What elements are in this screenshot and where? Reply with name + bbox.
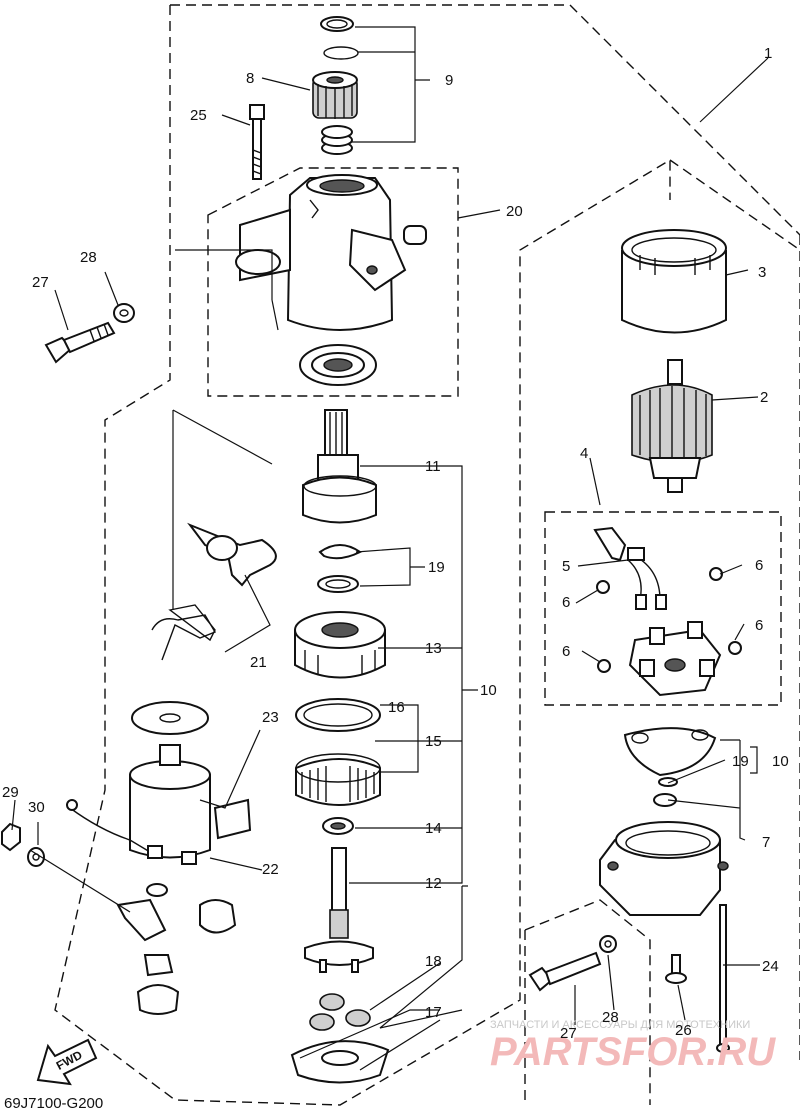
callout-5: 5 [562, 558, 570, 575]
watermark-line2: PARTSFOR.RU [490, 1030, 776, 1074]
callout-28a: 28 [80, 249, 97, 266]
callout-10a: 10 [480, 682, 497, 699]
internal-gear-ring [295, 698, 381, 806]
front-housing [235, 174, 427, 331]
callout-9: 9 [445, 72, 453, 89]
callout-17: 17 [425, 1004, 442, 1021]
callout-10b: 10 [772, 753, 789, 770]
circlips-19 [317, 544, 362, 593]
callout-23: 23 [262, 709, 279, 726]
callout-8: 8 [246, 70, 254, 87]
assembly-boundary-right [669, 159, 800, 1060]
front-housing-box [207, 167, 459, 397]
callout-20: 20 [506, 203, 523, 220]
armature [631, 359, 713, 493]
through-bolt-25 [249, 104, 265, 180]
callout-1: 1 [764, 45, 772, 62]
callout-29: 29 [2, 784, 19, 801]
leader-lines [11, 26, 769, 1071]
callout-24: 24 [762, 958, 779, 975]
callout-28b: 28 [602, 1009, 619, 1026]
solenoid-plate [131, 701, 252, 840]
callout-12: 12 [425, 875, 442, 892]
callout-4: 4 [580, 445, 588, 462]
callout-19a: 19 [428, 559, 445, 576]
yoke [621, 229, 727, 334]
callout-15: 15 [425, 733, 442, 750]
callout-22: 22 [262, 861, 279, 878]
shift-lever [151, 522, 277, 661]
callout-labels: 1 2 3 4 5 6 6 6 6 7 8 9 10 10 11 12 13 1… [2, 45, 789, 1042]
watermark-line1: ЗАПЧАСТИ И АКСЕССУАРЫ ДЛЯ МОТОТЕХНИКИ [490, 1019, 750, 1031]
callout-6a: 6 [755, 557, 763, 574]
bolt-27-right [528, 951, 602, 992]
pinion-shaft [304, 847, 374, 973]
bolt-27-left [44, 321, 116, 364]
clutch-shaft [302, 409, 377, 524]
callout-6d: 6 [562, 643, 570, 660]
callout-6b: 6 [562, 594, 570, 611]
callout-13: 13 [425, 640, 442, 657]
screw-26 [665, 954, 687, 984]
bearing-14 [322, 817, 354, 835]
rear-plate-19 [623, 727, 717, 807]
callout-3: 3 [758, 264, 766, 281]
planetary-housing [294, 611, 386, 679]
callout-25: 25 [190, 107, 207, 124]
callout-11: 11 [425, 458, 441, 475]
callout-7: 7 [762, 834, 770, 851]
rear-cover [599, 821, 729, 916]
callout-19b: 19 [732, 753, 749, 770]
callout-6c: 6 [755, 617, 763, 634]
terminal-parts [116, 883, 237, 1015]
callout-14: 14 [425, 820, 442, 837]
planet-gears [309, 993, 371, 1031]
washer-28-right [599, 935, 617, 953]
washer-28-left [113, 303, 135, 323]
pinion-gear [312, 71, 358, 119]
through-bolt-24 [716, 904, 730, 1053]
callout-27b: 27 [560, 1025, 577, 1042]
nut-29 [1, 822, 21, 852]
callout-27a: 27 [32, 274, 49, 291]
brush-holder-box [544, 511, 782, 706]
brush-assembly [593, 526, 742, 697]
pinion-stopper-group [320, 16, 359, 155]
fwd-arrow-icon: FWD [36, 1038, 98, 1086]
callout-21: 21 [250, 654, 267, 671]
solenoid [66, 744, 211, 865]
rear-cover-group-boundary [524, 899, 651, 1105]
callout-18: 18 [425, 953, 442, 970]
assembly-boundary [54, 4, 800, 1106]
front-bearing-seal [299, 344, 377, 386]
callout-30: 30 [28, 799, 45, 816]
diagram-code: 69J7100-G200 [4, 1095, 103, 1112]
callout-2: 2 [760, 389, 768, 406]
callout-16: 16 [388, 699, 405, 716]
callout-26: 26 [675, 1022, 692, 1039]
